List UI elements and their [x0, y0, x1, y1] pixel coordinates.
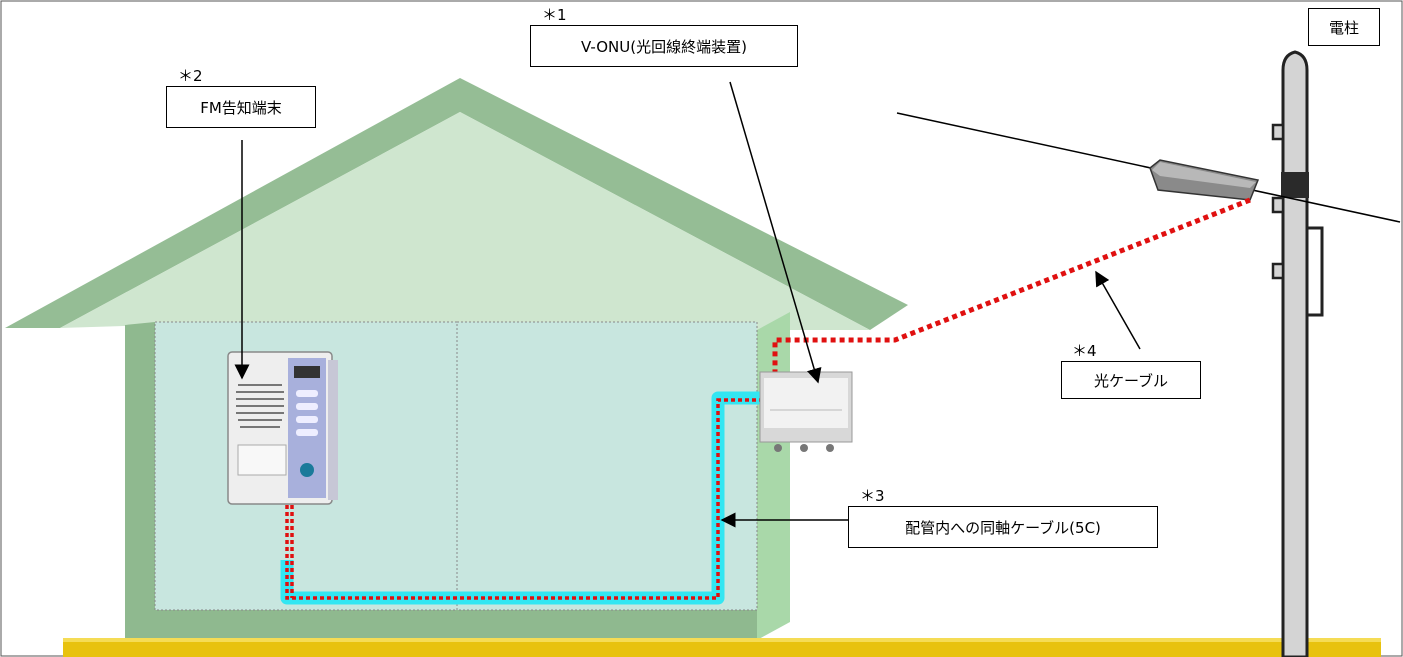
pole-label: 電柱 — [1308, 8, 1380, 46]
coax-note: ＊3 — [860, 487, 885, 505]
room-right — [456, 321, 758, 611]
onu-pointer-arrow — [729, 81, 822, 384]
fm-button-2 — [296, 403, 318, 410]
utility-pole — [1271, 50, 1324, 657]
house — [5, 78, 908, 640]
fm-button-1 — [296, 390, 318, 397]
fm-button-3 — [296, 416, 318, 423]
fiber-pointer-arrow — [1095, 270, 1141, 350]
house-roof — [5, 78, 908, 330]
ground-line — [63, 638, 1381, 657]
fm-knob — [300, 463, 314, 477]
fm-note: ＊2 — [178, 67, 203, 85]
pole-step-3 — [1271, 262, 1285, 280]
pole-step-2 — [1271, 196, 1285, 214]
onu-face — [764, 378, 848, 428]
onu-connector-2 — [800, 444, 808, 452]
house-roof-inner — [60, 112, 870, 335]
onu-label: V-ONU(光回線終端装置) — [530, 25, 798, 67]
ground-shadow — [63, 638, 1381, 642]
onu-connector-3 — [826, 444, 834, 452]
v-onu-device — [759, 371, 853, 452]
fm-button-4 — [296, 429, 318, 436]
pole-body — [1281, 50, 1309, 657]
fm-display — [294, 366, 320, 378]
fiber-cable — [772, 197, 1251, 375]
house-left-wall — [125, 322, 155, 640]
fm-terminal-device — [227, 351, 338, 505]
fm-side — [328, 360, 338, 500]
fm-label-plate — [237, 444, 287, 476]
fm-speaker-grille — [236, 384, 284, 428]
coax-label: 配管内への同軸ケーブル(5C) — [848, 506, 1158, 548]
house-floor — [125, 610, 757, 640]
fiber-label: 光ケーブル — [1061, 361, 1201, 399]
onu-note: ＊1 — [542, 6, 567, 24]
closure-top — [1152, 162, 1256, 188]
onu-connector-1 — [774, 444, 782, 452]
overhead-cable — [896, 112, 1401, 223]
pole-step-1 — [1271, 123, 1285, 141]
fiber-note: ＊4 — [1072, 342, 1097, 360]
pole-bracket — [1307, 226, 1324, 317]
pole-clamp — [1281, 172, 1309, 198]
fm-label: FM告知端末 — [166, 86, 316, 128]
optical-closure — [1149, 159, 1260, 201]
